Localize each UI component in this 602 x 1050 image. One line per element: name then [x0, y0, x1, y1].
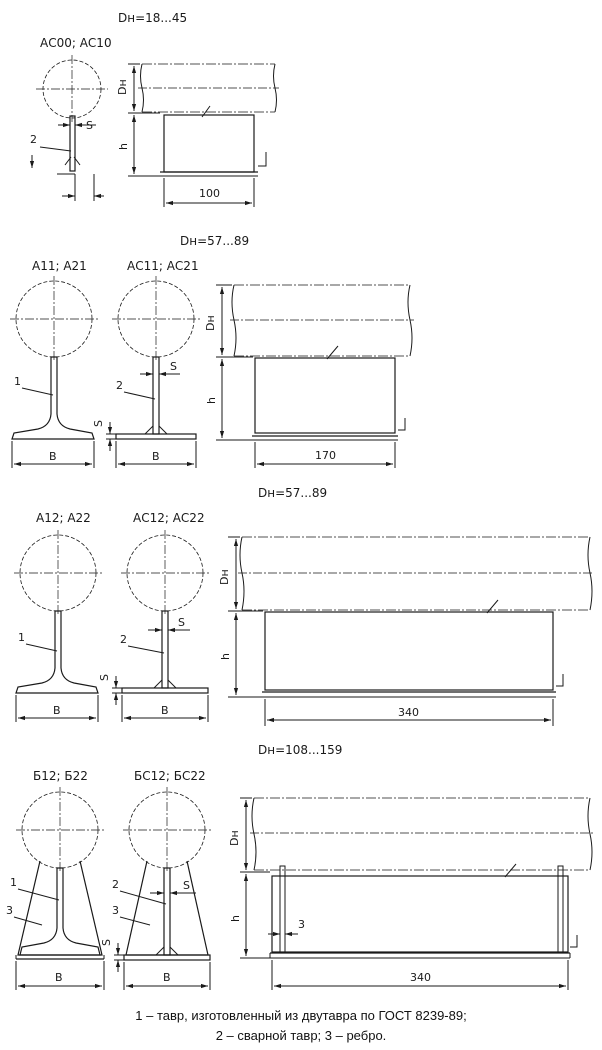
- group-4-label-h: h: [229, 915, 242, 922]
- legend: 1 – тавр, изготовленный из двутавра по Г…: [0, 1006, 602, 1046]
- group-3-label-b-right: B: [161, 704, 169, 717]
- group-4-marker-1: 1: [10, 876, 17, 889]
- group-2-diameter: Dн=57...89: [180, 234, 249, 248]
- group-1-diameter: Dн=18...45: [118, 11, 187, 25]
- group-3-label-s-side: S: [98, 674, 111, 681]
- group-2-label-s-side: S: [92, 420, 105, 427]
- group-1-label-h: h: [117, 143, 130, 150]
- group-1-side-view: Dн h 100: [116, 63, 279, 207]
- group-4-label-b-right: B: [163, 971, 171, 984]
- group-2-length: 170: [315, 449, 336, 462]
- group-3-title-left: А12; А22: [36, 511, 91, 525]
- group-3-label-dh: Dн: [218, 569, 231, 585]
- group-4-title-left: Б12; Б22: [33, 769, 88, 783]
- group-1-section-view: 2 S: [29, 55, 108, 201]
- group-4-marker-3-side: 3: [298, 918, 305, 931]
- legend-line-1: 1 – тавр, изготовленный из двутавра по Г…: [135, 1008, 467, 1023]
- group-2-section-welded: 2 S S B: [92, 276, 200, 468]
- group-4-section-rolled: 1 3 B: [6, 787, 105, 990]
- group-4-side-view: 3 Dн h 340: [228, 797, 594, 990]
- legend-line-2: 2 – сварной тавр; 3 – ребро.: [215, 1028, 387, 1043]
- group-2-marker-1: 1: [14, 375, 21, 388]
- group-4-marker-3-right: 3: [112, 904, 119, 917]
- group-4-label-s-side: S: [100, 939, 113, 946]
- group-3-title-right: АС12; АС22: [133, 511, 205, 525]
- group-2-title-right: АС11; АС21: [127, 259, 199, 273]
- group-3-diameter: Dн=57...89: [258, 486, 327, 500]
- group-3-label-b-left: B: [53, 704, 61, 717]
- group-4-label-dh: Dн: [228, 830, 241, 846]
- group-2-label-s: S: [170, 360, 177, 373]
- group-2-label-dh: Dн: [204, 315, 217, 331]
- support-drawing: Dн=18...45 АС00; АС10 2 S: [6, 11, 594, 990]
- group-1: Dн=18...45 АС00; АС10 2 S: [29, 11, 279, 207]
- group-2-section-rolled: 1 B: [10, 276, 98, 468]
- group-3-marker-2: 2: [120, 633, 127, 646]
- group-3-marker-1: 1: [18, 631, 25, 644]
- group-2-label-h: h: [205, 397, 218, 404]
- group-4: Dн=108...159 Б12; Б22 БС12; БС22 1 3 B: [6, 743, 594, 990]
- group-4-marker-2: 2: [112, 878, 119, 891]
- group-2-side-view: Dн h 170: [204, 284, 414, 468]
- group-2-label-b-right: B: [152, 450, 160, 463]
- group-4-diameter: Dн=108...159: [258, 743, 342, 757]
- group-3-length: 340: [398, 706, 419, 719]
- group-4-marker-3-left: 3: [6, 904, 13, 917]
- group-4-length: 340: [410, 971, 431, 984]
- group-4-section-welded: 2 3 S S B: [100, 787, 211, 990]
- group-1-label-dh: Dн: [116, 79, 129, 95]
- group-3: Dн=57...89 А12; А22 АС12; АС22 1 B 2: [14, 486, 594, 726]
- group-2-marker-2: 2: [116, 379, 123, 392]
- group-3-section-welded: 2 S S B: [98, 530, 209, 722]
- group-2-label-b-left: B: [49, 450, 57, 463]
- group-4-label-s: S: [183, 879, 190, 892]
- group-3-side-view: Dн h 340: [218, 536, 594, 726]
- group-2-title-left: А11; А21: [32, 259, 87, 273]
- group-3-label-s: S: [178, 616, 185, 629]
- group-2: Dн=57...89 А11; А21 АС11; АС21 1 B 2: [10, 234, 414, 468]
- group-1-length: 100: [199, 187, 220, 200]
- group-1-title: АС00; АС10: [40, 36, 112, 50]
- group-4-title-right: БС12; БС22: [134, 769, 206, 783]
- group-1-marker-2: 2: [30, 133, 37, 146]
- group-4-label-b-left: B: [55, 971, 63, 984]
- group-3-section-rolled: 1 B: [14, 530, 102, 722]
- group-3-label-h: h: [219, 653, 232, 660]
